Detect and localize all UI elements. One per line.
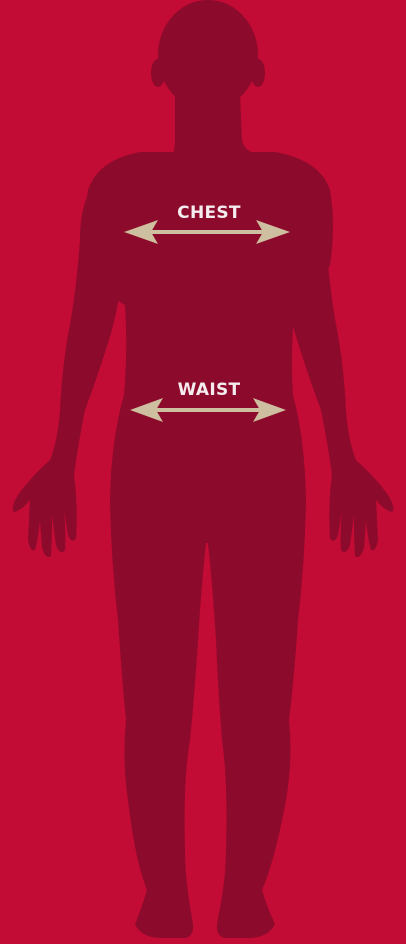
waist-label: WAIST: [178, 380, 241, 400]
chest-label: CHEST: [177, 203, 241, 223]
human-silhouette-icon: [13, 0, 394, 938]
